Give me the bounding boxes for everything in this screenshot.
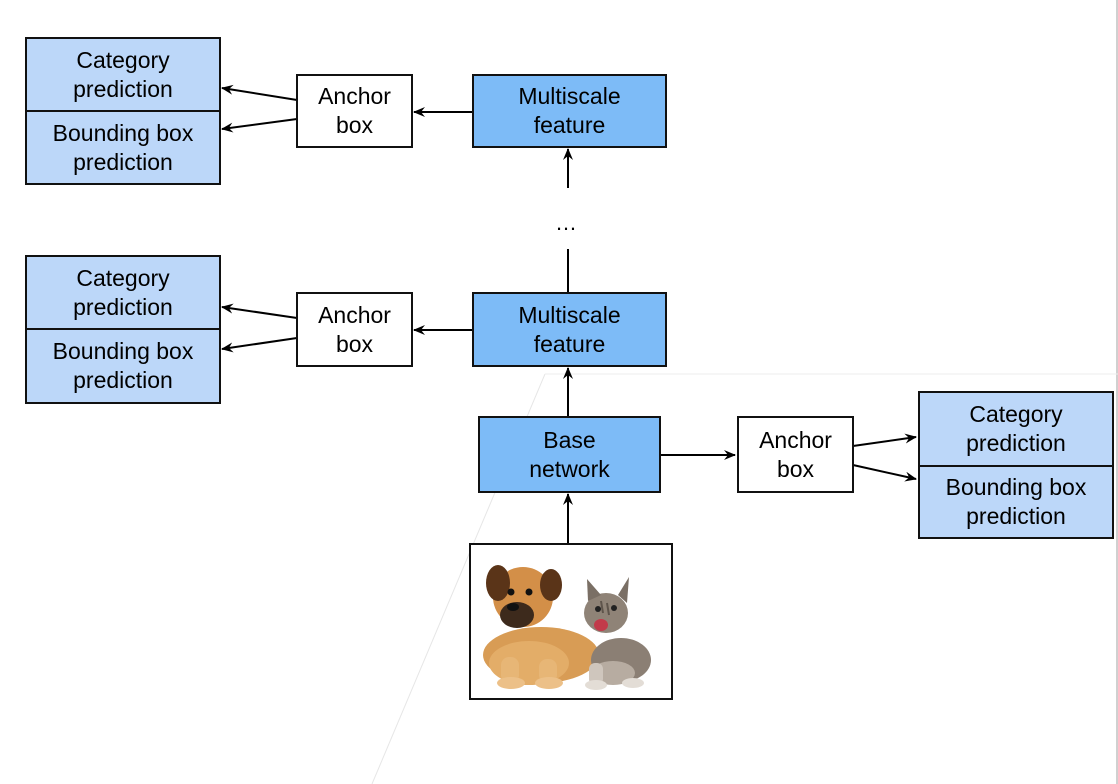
right-edge-line <box>1116 0 1118 784</box>
base-network-box: Base network <box>478 416 661 493</box>
arrow-anchor-to-category-mid <box>221 303 298 319</box>
right-bbox-box: Bounding box prediction <box>918 465 1114 539</box>
arrow-anchor-to-category-right <box>852 433 917 447</box>
input-image <box>469 543 673 700</box>
puppy-and-kitten-photo <box>483 565 651 690</box>
top-feature-box: Multiscale feature <box>472 74 667 148</box>
mid-category-box: Category prediction <box>25 255 221 330</box>
arrow-anchor-to-bbox-mid <box>221 337 298 353</box>
base-anchor-box: Anchor box <box>737 416 854 493</box>
mid-anchor-box: Anchor box <box>296 292 413 367</box>
top-category-box: Category prediction <box>25 37 221 112</box>
right-category-box: Category prediction <box>918 391 1114 467</box>
mid-feature-box: Multiscale feature <box>472 292 667 367</box>
mid-bbox-box: Bounding box prediction <box>25 328 221 404</box>
ellipsis: … <box>555 210 577 235</box>
arrow-anchor-to-category-top <box>221 84 298 101</box>
arrow-anchor-to-bbox-right <box>852 464 917 482</box>
arrow-anchor-to-bbox-top <box>221 118 298 133</box>
top-bbox-box: Bounding box prediction <box>25 110 221 185</box>
top-anchor-box: Anchor box <box>296 74 413 148</box>
